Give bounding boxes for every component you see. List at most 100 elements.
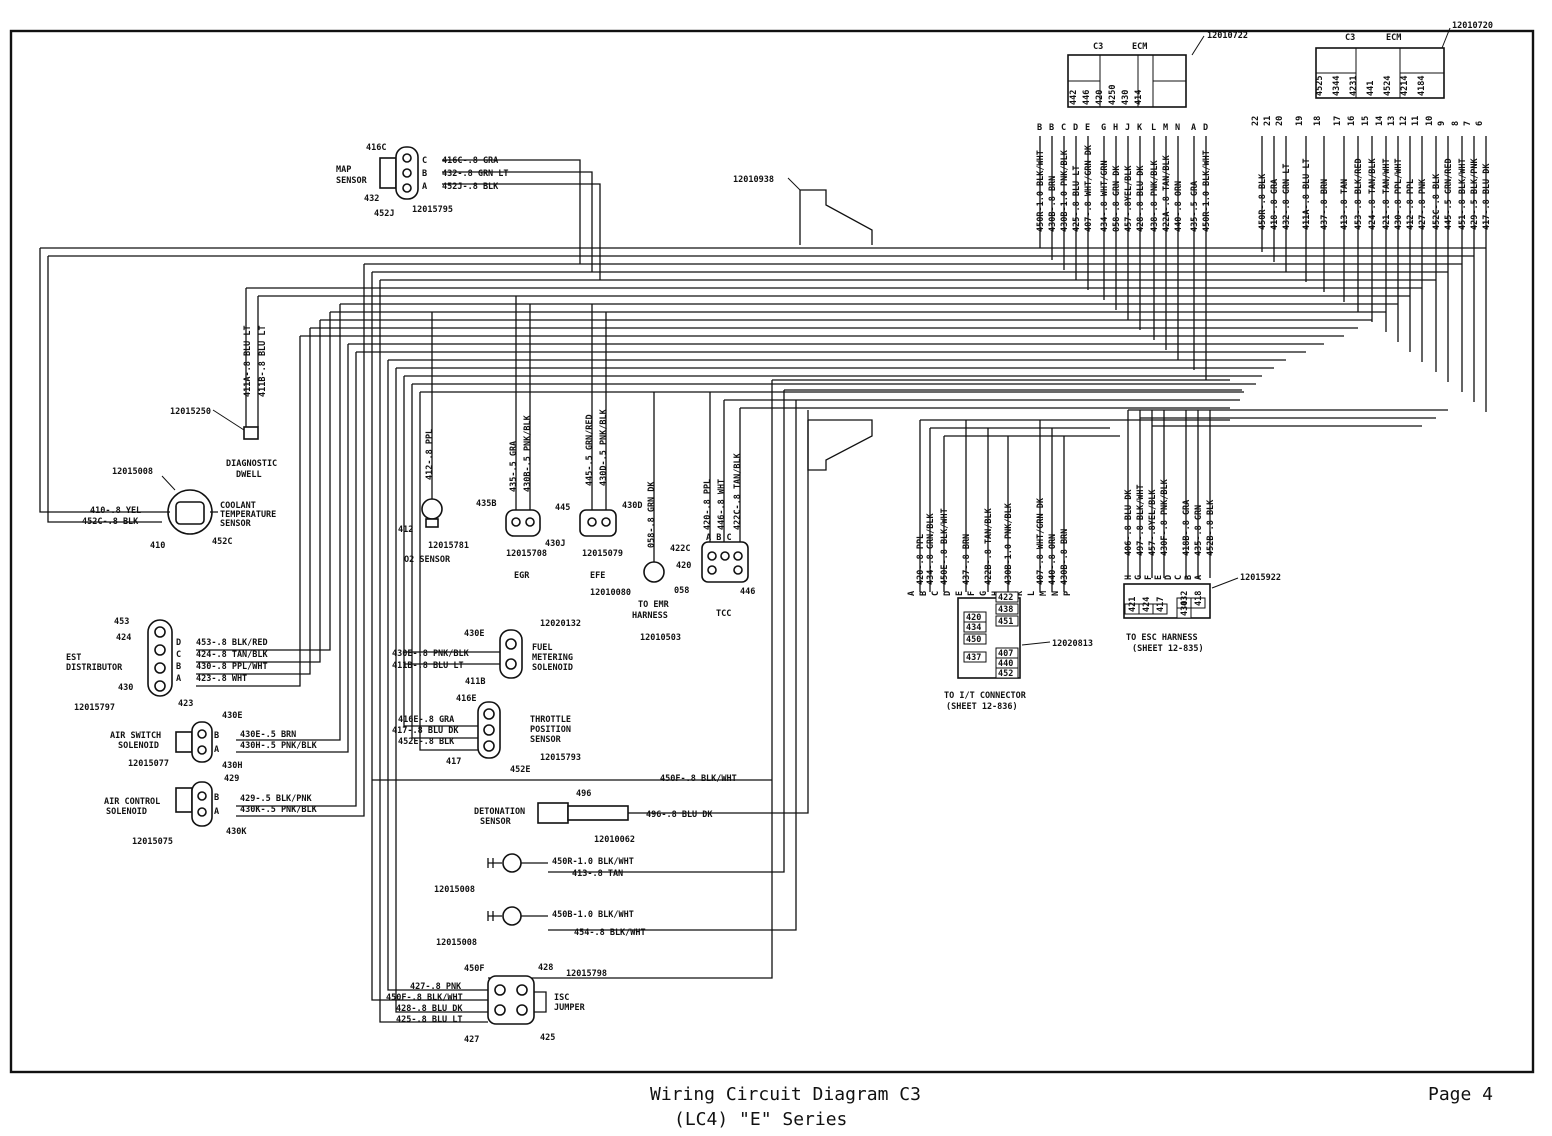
svg-text:429-.5 BLK/PNK: 429-.5 BLK/PNK	[240, 794, 313, 804]
ecm-right-row-label: 4184	[1417, 76, 1427, 96]
emr-harness-connector: 058-.8 GRN DK 058 12010080 TO EMR HARNES…	[590, 481, 689, 621]
harness-wire	[442, 171, 593, 272]
it-cell-label: 440	[998, 659, 1013, 669]
svg-text:425-.8 BLU LT: 425-.8 BLU LT	[396, 1015, 463, 1025]
diagnostic-dwell-connector: 411A-.8 BLU LT 411B-.8 BLU LT 12015250 D…	[170, 325, 277, 480]
ecm-left-row-label: 442	[1069, 90, 1079, 105]
ecm-right-part-number: 12010720	[1452, 21, 1493, 31]
svg-text:B: B	[422, 169, 427, 179]
esc-cell-label: 421	[1128, 597, 1138, 612]
o2-sensor: 412-.8 PPL 412 12015781 O2 SENSOR	[398, 429, 469, 565]
esc-wire-label: 406-.8 BLU DK	[1124, 489, 1134, 556]
esc-wire-label: 418B-.8 GRA	[1182, 500, 1192, 556]
svg-text:416C: 416C	[366, 143, 386, 153]
air-control-solenoid: AIR CONTROL SOLENOID 429 430K 12015075 B…	[104, 774, 318, 847]
it-cell-label: 434	[966, 623, 981, 633]
svg-text:446-.8 WHT: 446-.8 WHT	[717, 479, 727, 530]
svg-text:SENSOR: SENSOR	[336, 176, 368, 186]
svg-text:430E-.5 BRN: 430E-.5 BRN	[240, 730, 296, 740]
it-wire-label: 440-.8 ORN	[1048, 534, 1058, 585]
coolant-temperature-sensor: 12015008 COOLANT TEMPERATURE SENSOR 410 …	[82, 467, 276, 551]
svg-text:12015008: 12015008	[112, 467, 153, 477]
svg-text:445-.5 GRN/RED: 445-.5 GRN/RED	[585, 414, 595, 486]
it-cell-label: 438	[998, 605, 1013, 615]
esc-cell-label: 418	[1194, 591, 1204, 606]
svg-text:B: B	[214, 793, 219, 803]
svg-text:DISTRIBUTOR: DISTRIBUTOR	[66, 663, 123, 673]
it-wire-label: 437-.8 BRN	[962, 534, 972, 585]
esc-cell-label: 432	[1180, 591, 1190, 606]
ecm-left-wire-label: 450R-1.0 BLK/WHT	[1036, 150, 1046, 232]
svg-text:12010062: 12010062	[594, 835, 635, 845]
ecm-left-wire-label: 430B-.8 BRN	[1048, 176, 1058, 232]
svg-text:453-.8 BLK/RED: 453-.8 BLK/RED	[196, 638, 268, 648]
est-distributor: EST DISTRIBUTOR 453 424 430 423 12015797…	[66, 617, 269, 713]
it-pin: F	[967, 591, 977, 596]
svg-text:SOLENOID: SOLENOID	[532, 663, 573, 673]
svg-text:B: B	[214, 731, 219, 741]
svg-text:430: 430	[118, 683, 133, 693]
ecm-right-wire-label: 427-.8 PNK	[1418, 178, 1428, 230]
harness-wire	[196, 328, 311, 675]
it-wire-label: 434-.8 GRN/BLK	[926, 512, 936, 585]
svg-text:428-.8 BLU DK: 428-.8 BLU DK	[396, 1004, 463, 1014]
ecm-left-pin: B	[1037, 123, 1042, 133]
ecm-left-pin: H	[1113, 123, 1118, 133]
svg-text:430E: 430E	[222, 711, 242, 721]
ecm-right-pin: 9	[1437, 121, 1447, 126]
svg-text:A: A	[176, 674, 181, 684]
svg-text:430E: 430E	[464, 629, 484, 639]
ecm-left-pin: K	[1137, 123, 1143, 133]
svg-text:12015250: 12015250	[170, 407, 211, 417]
ecm-right-wire-label: 411A-.8 BLU LT	[1302, 158, 1312, 230]
svg-text:417-.8 BLU DK: 417-.8 BLU DK	[392, 726, 459, 736]
svg-text:A: A	[422, 182, 427, 192]
svg-text:430H: 430H	[222, 761, 242, 771]
ecm-right-wire-label: 437-.8 BRN	[1320, 179, 1330, 230]
svg-text:(SHEET 12-835): (SHEET 12-835)	[1132, 644, 1204, 654]
it-cell	[995, 615, 1019, 627]
ecm-left-pin: E	[1085, 123, 1090, 133]
ecm-right-pin: 8	[1451, 121, 1461, 126]
svg-text:422C-.8 TAN/BLK: 422C-.8 TAN/BLK	[733, 452, 743, 530]
svg-text:413-.8 TAN: 413-.8 TAN	[572, 869, 623, 879]
it-wire-label: 450E-.8 BLK/WHT	[940, 508, 950, 585]
esc-pin: A	[1194, 575, 1204, 580]
ecm-right-wire-label: 432-.8 GRN LT	[1282, 163, 1292, 230]
harness-wire	[236, 264, 365, 817]
svg-text:058-.8 GRN DK: 058-.8 GRN DK	[647, 481, 657, 548]
ecm-right-ecm-label: ECM	[1386, 33, 1401, 43]
harness-wire	[236, 352, 357, 807]
svg-text:12015798: 12015798	[566, 969, 607, 979]
ecm-right-row-label: 441	[1366, 81, 1376, 96]
ecm-left-row-label: 446	[1082, 90, 1092, 105]
it-wire-label: 407-.8 WHT/GRN DK	[1036, 497, 1046, 585]
svg-text:12015797: 12015797	[74, 703, 115, 713]
harness-wire	[488, 380, 773, 979]
ecm-right-pin: 11	[1411, 116, 1421, 126]
svg-text:427: 427	[464, 1035, 479, 1045]
esc-pin: B	[1184, 575, 1194, 580]
ecm-left-wire-label: 435-.5 GRA	[1190, 181, 1200, 232]
esc-cell	[1190, 597, 1206, 609]
ecm-left-pin: M	[1163, 123, 1168, 133]
ground-eyelet-1: 450R-1.0 BLK/WHT 413-.8 TAN 12015008	[434, 853, 634, 895]
svg-text:12020132: 12020132	[540, 619, 581, 629]
ground-eyelet-2: 450B-1.0 BLK/WHT 454-.8 BLK/WHT 12015008	[436, 906, 646, 948]
svg-text:435-.5 GRA: 435-.5 GRA	[509, 441, 519, 492]
harness-wires	[39, 136, 1487, 1023]
svg-text:452J-.8 BLK: 452J-.8 BLK	[442, 182, 499, 192]
svg-text:425: 425	[540, 1033, 555, 1043]
ecm-left-pin: J	[1125, 123, 1130, 133]
it-pin: N	[1051, 591, 1061, 596]
svg-text:METERING: METERING	[532, 653, 573, 663]
svg-text:452J: 452J	[374, 209, 394, 219]
esc-wire-label: 497-.8 BLK/WHT	[1136, 484, 1146, 556]
ecm-left-wire-label: 058-.8 GRN DK	[1112, 165, 1122, 232]
svg-text:445: 445	[555, 503, 570, 513]
it-cell-label: 450	[966, 635, 981, 645]
svg-text:12015008: 12015008	[436, 938, 477, 948]
